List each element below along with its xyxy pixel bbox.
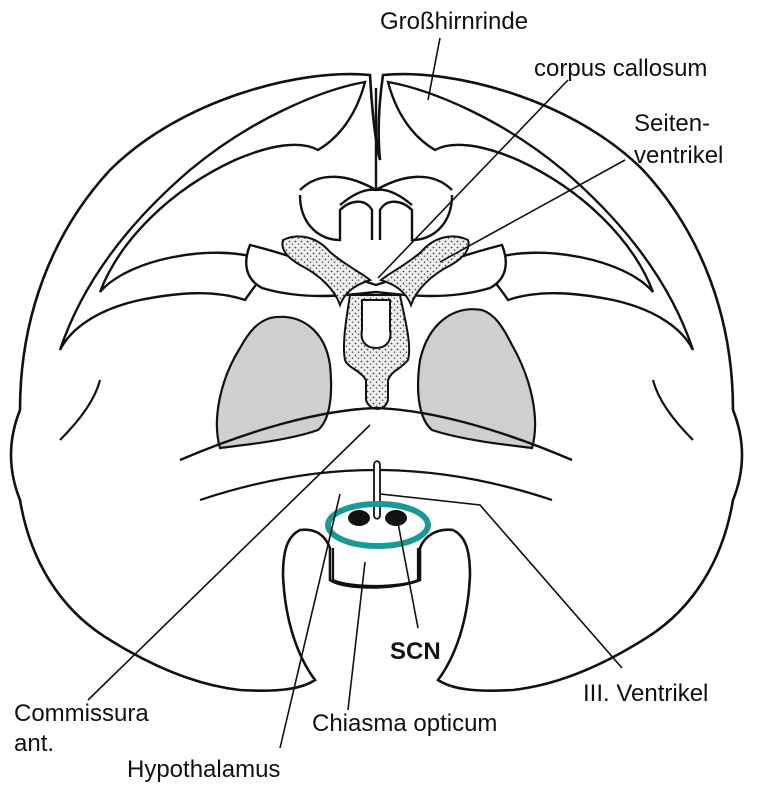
scn-nucleus-left — [348, 510, 370, 526]
label-scn: SCN — [390, 638, 441, 666]
label-lateral-ventricle-line2: ventrikel — [634, 142, 723, 170]
label-commissura-line1: Commissura — [14, 700, 149, 728]
label-hypothalamus: Hypothalamus — [127, 756, 280, 784]
third-ventricle — [374, 461, 380, 519]
label-corpus-callosum: corpus callosum — [534, 55, 707, 83]
fornix — [362, 300, 391, 348]
label-third-ventricle: III. Ventrikel — [583, 680, 708, 708]
label-chiasma: Chiasma opticum — [312, 710, 497, 738]
label-lateral-ventricle-line1: Seiten- — [634, 110, 710, 138]
label-commissura-line2: ant. — [14, 730, 54, 758]
scn-nucleus-right — [385, 510, 407, 526]
label-cortex: Großhirnrinde — [380, 8, 528, 36]
